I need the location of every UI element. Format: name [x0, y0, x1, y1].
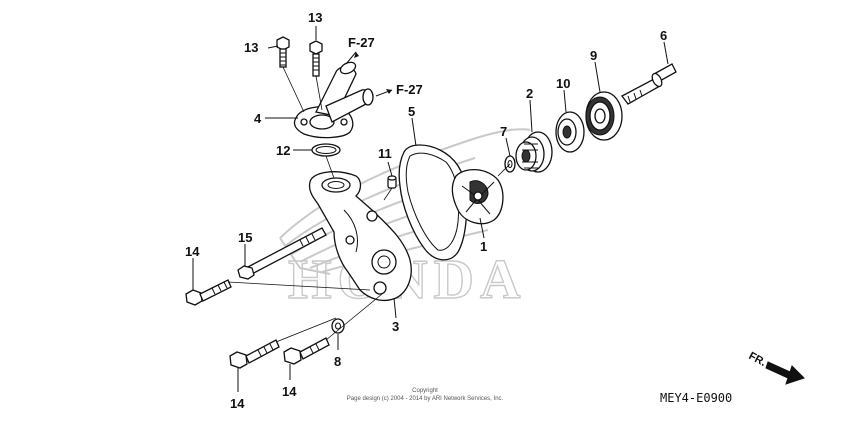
callout-11: 11	[378, 146, 392, 161]
callout-14-lower-right: 14	[282, 384, 297, 399]
callout-10: 10	[556, 76, 570, 91]
impeller-1	[451, 169, 504, 225]
reference-arrows	[345, 51, 393, 97]
callout-4: 4	[254, 111, 262, 126]
bolt-14-lower-right	[283, 337, 330, 365]
reference-f27-right[interactable]: F-27	[396, 82, 423, 97]
copyright-line-2: Page design (c) 2004 - 2014 by ARI Netwo…	[347, 396, 504, 402]
callout-8: 8	[334, 354, 341, 369]
gasket-5	[398, 144, 468, 261]
dowel-pin-11	[387, 175, 397, 189]
callout-13-right: 13	[308, 10, 322, 25]
callout-1: 1	[480, 239, 487, 254]
reference-f27-upper[interactable]: F-27	[348, 35, 375, 50]
front-direction-label: FR.	[747, 350, 768, 369]
pump-cover-3	[308, 171, 412, 302]
diagram-code: MEY4-E0900	[660, 391, 732, 405]
callout-labels: 13 13 4 12 11 5 7 2 10 9 6 1 14 15 3 8 1…	[185, 10, 667, 411]
callout-2: 2	[526, 86, 533, 101]
leader-lines	[192, 26, 669, 392]
callout-7: 7	[500, 124, 507, 139]
callout-14-upper: 14	[185, 244, 200, 259]
callout-14-lower-left: 14	[230, 396, 245, 411]
bolt-14-lower-left	[229, 339, 280, 369]
callout-12: 12	[276, 143, 290, 158]
bolt-13-left	[276, 36, 290, 68]
oil-seal-10	[555, 111, 585, 153]
mechanical-seal-2	[515, 131, 553, 173]
callout-3: 3	[392, 319, 399, 334]
callout-6: 6	[660, 28, 667, 43]
copyright-line-1: Copyright	[412, 388, 438, 394]
callout-9: 9	[590, 48, 597, 63]
bearing-9	[585, 91, 623, 141]
washer-8	[331, 318, 345, 334]
front-direction-indicator: FR.	[747, 350, 805, 385]
guide-lines	[227, 66, 511, 343]
callout-13-left: 13	[244, 40, 258, 55]
bolt-13-right	[309, 40, 323, 77]
callout-5: 5	[408, 104, 415, 119]
pump-shaft-6	[621, 63, 677, 105]
callout-15: 15	[238, 230, 252, 245]
stud-bolt-15	[237, 227, 327, 280]
front-direction-arrow-icon	[765, 361, 805, 385]
o-ring-12	[311, 143, 341, 157]
hose-joint-4	[293, 61, 374, 139]
